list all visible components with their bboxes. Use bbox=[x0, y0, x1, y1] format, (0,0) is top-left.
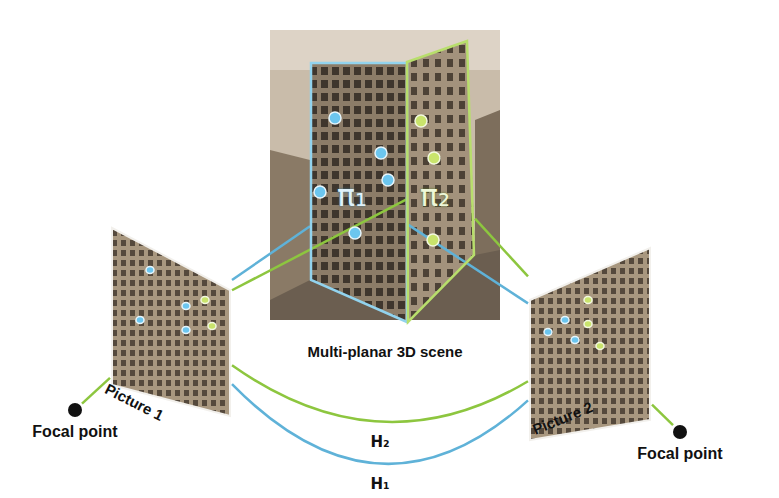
homography-curve bbox=[232, 384, 528, 464]
neighbour-building bbox=[475, 110, 500, 320]
picture-shape bbox=[110, 228, 232, 416]
building-left-face bbox=[310, 62, 407, 322]
feature-point bbox=[427, 234, 439, 246]
projection-ray bbox=[232, 199, 407, 290]
focal-point-label: Focal point bbox=[32, 423, 117, 441]
picture-plane: Picture 2 bbox=[528, 246, 652, 442]
focal-point-dot: Focal point bbox=[68, 403, 82, 417]
homography-curve bbox=[232, 365, 528, 422]
projection-ray bbox=[408, 225, 528, 304]
plane-outline: π₁ bbox=[310, 62, 408, 323]
neighbour-building bbox=[270, 150, 310, 320]
scene-photo-frame: Multi-planar 3D scene π₁ π₂ bbox=[270, 30, 500, 360]
projection-ray bbox=[232, 226, 310, 280]
feature-point bbox=[382, 174, 394, 186]
edge-label: H₁ bbox=[370, 475, 389, 493]
photo-background bbox=[270, 30, 500, 320]
picture-plane: Picture 1 bbox=[110, 228, 232, 416]
feature-point bbox=[314, 186, 326, 198]
focal-point-label: Focal point bbox=[637, 445, 722, 463]
focal-point-dot: Focal point bbox=[673, 425, 687, 439]
scene-caption: Multi-planar 3D scene bbox=[307, 343, 462, 360]
plane-outline: π₂ bbox=[407, 40, 475, 323]
edge-label: H₂ bbox=[370, 433, 389, 451]
feature-point bbox=[375, 147, 387, 159]
plane-label: π₂ bbox=[420, 178, 450, 213]
feature-point bbox=[428, 152, 440, 164]
plane-label: π₁ bbox=[337, 178, 367, 213]
feature-point bbox=[329, 112, 341, 124]
projection-ray bbox=[475, 219, 528, 277]
feature-point bbox=[415, 115, 427, 127]
building-right-face bbox=[407, 42, 475, 322]
projection-ray bbox=[652, 405, 673, 426]
feature-point bbox=[349, 227, 361, 239]
